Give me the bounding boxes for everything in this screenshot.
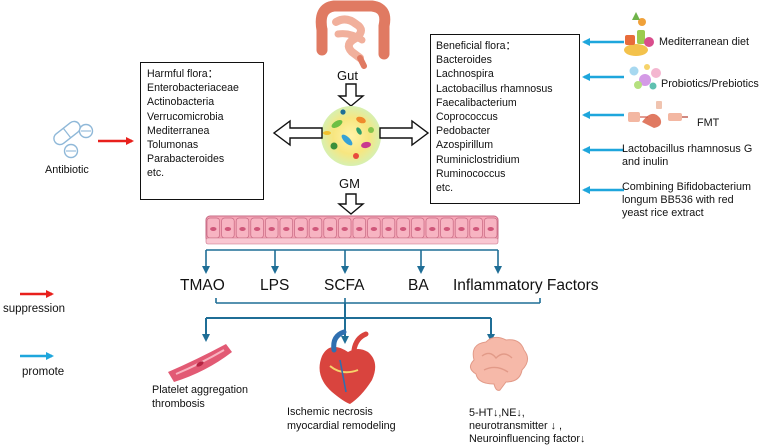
intervention-label-4: Lactobacillus rhamnosus G and inulin — [622, 143, 753, 168]
cell-nucleus — [341, 227, 348, 231]
gm-to-epithelium-arrow — [337, 193, 365, 215]
intervention-label-3: FMT — [697, 117, 720, 129]
cell-nucleus — [399, 227, 407, 231]
cell-nucleus — [385, 227, 392, 231]
outcome-brain: 5-HT↓,NE↓, neurotransmitter ↓ , Neuroinf… — [469, 407, 586, 446]
flora-item: Actinobacteria — [147, 96, 215, 109]
antibiotic-label: Antibiotic — [45, 164, 89, 176]
outcome-heart: Ischemic necrosis myocardial remodeling — [287, 406, 396, 432]
metabolite-ba: BA — [408, 277, 429, 294]
cell-nucleus — [356, 227, 363, 231]
flora-item: Bacteroides — [436, 54, 492, 67]
flora-item: Mediterranea — [147, 124, 210, 137]
intervention-label-1: Mediterranean diet — [659, 36, 750, 48]
flora-item: Tolumonas — [147, 139, 199, 152]
intestine-icon — [315, 0, 391, 69]
intervention-label-5: Combining Bifidobacterium longum BB536 w… — [622, 181, 752, 219]
brain-icon — [470, 336, 528, 391]
beneficial-flora-title: Beneficial flora： — [436, 40, 517, 52]
flora-item: Lachnospira — [436, 68, 494, 81]
gut-to-gm-arrow — [337, 83, 365, 107]
flora-item: Ruminococcus — [436, 167, 506, 180]
antibiotic-icon — [53, 120, 94, 159]
flora-item: Lactobacillus rhamnosus — [436, 82, 553, 95]
metabolite-lps: LPS — [260, 277, 290, 294]
flora-item: Verrucomicrobia — [147, 110, 224, 123]
cell-nucleus — [370, 227, 378, 231]
intervention-label-2: Probiotics/Prebiotics — [661, 78, 759, 90]
bacteria-cluster-icon — [321, 106, 381, 166]
outcome-platelet: Platelet aggregation thrombosis — [152, 384, 249, 410]
legend-suppression-label: suppression — [3, 303, 66, 315]
cell-nucleus — [297, 227, 305, 231]
fmt-icon — [628, 101, 688, 128]
cell-nucleus — [312, 227, 319, 231]
outcome-connectors — [202, 298, 541, 344]
metabolite-scfa: SCFA — [324, 277, 365, 294]
metabolite-inflammatory-factors: Inflammatory Factors — [453, 277, 599, 294]
intestinal-epithelium — [205, 215, 499, 245]
gm-to-harmful-arrow — [272, 119, 323, 147]
flora-item: Coprococcus — [436, 111, 498, 124]
flora-item: Parabacteroides — [147, 153, 225, 166]
cell-nucleus — [224, 227, 232, 231]
flora-item: Ruminiclostridium — [436, 153, 520, 166]
heart-icon — [319, 329, 376, 404]
metabolite-connectors — [202, 249, 502, 274]
cell-nucleus — [283, 227, 290, 231]
cell-nucleus — [472, 227, 480, 231]
cell-nucleus — [239, 227, 246, 231]
probiotics-icon — [629, 64, 661, 90]
gm-label: GM — [339, 176, 360, 191]
cell-nucleus — [443, 227, 451, 231]
harmful-flora-title: Harmful flora： — [147, 68, 219, 80]
cell-nucleus — [429, 227, 436, 231]
gut-label: Gut — [337, 68, 358, 83]
cell-nucleus — [414, 227, 421, 231]
cell-nucleus — [326, 227, 334, 231]
cell-nucleus — [458, 227, 465, 231]
flora-item: Azospirillum — [436, 139, 494, 152]
gm-to-beneficial-arrow — [379, 119, 430, 147]
legend-promote-label: promote — [22, 366, 65, 378]
flora-item: Enterobacteriaceae — [147, 82, 239, 95]
cell-nucleus — [268, 227, 275, 231]
flora-item: Pedobacter — [436, 125, 491, 138]
metabolite-tmao: TMAO — [180, 277, 225, 294]
blood-vessel-icon — [168, 344, 232, 382]
cell-nucleus — [253, 227, 261, 231]
cell-nucleus — [210, 227, 217, 231]
cell-nucleus — [487, 227, 494, 231]
flora-item: etc. — [147, 167, 165, 180]
flora-item: Faecalibacterium — [436, 96, 517, 109]
flora-item: etc. — [436, 182, 454, 195]
food-icon — [624, 12, 654, 56]
